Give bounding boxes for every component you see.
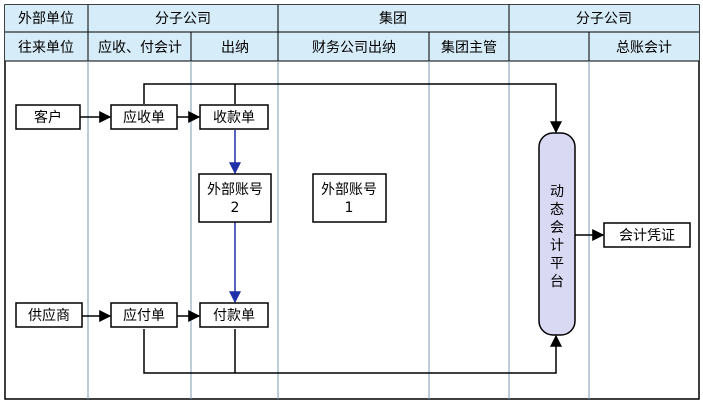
subheader-ar-ap-accountant: 应收、付会计 xyxy=(98,39,182,56)
platform-char-6: 台 xyxy=(550,274,564,290)
node-external-account-1: 外部账号 1 xyxy=(312,173,387,223)
platform-char-2: 态 xyxy=(550,202,564,218)
node-external-account-1-line1: 外部账号 xyxy=(321,182,377,198)
node-external-account-1-line2: 1 xyxy=(345,200,354,216)
node-payable-label: 应付单 xyxy=(123,307,165,324)
platform-char-5: 平 xyxy=(550,256,564,272)
subheader-cashier: 出纳 xyxy=(221,40,249,56)
subheader-finance-company-cashier: 财务公司出纳 xyxy=(312,40,396,56)
node-payment-label: 付款单 xyxy=(213,308,255,324)
header-group: 集团 xyxy=(379,10,407,27)
platform-char-3: 会 xyxy=(550,220,564,236)
node-external-account-2: 外部账号 2 xyxy=(198,173,272,223)
node-accounting-voucher: 会计凭证 xyxy=(603,222,691,248)
header-external-units: 外部单位 xyxy=(18,11,74,27)
node-supplier: 供应商 xyxy=(15,302,83,328)
node-payment: 付款单 xyxy=(199,302,269,328)
subheader-general-ledger-accountant: 总账会计 xyxy=(616,40,672,56)
platform-char-4: 计 xyxy=(550,238,564,254)
node-customer: 客户 xyxy=(15,104,81,130)
node-external-account-2-line2: 2 xyxy=(231,200,240,216)
arrow-bottom-loop-to-platform xyxy=(143,329,562,374)
header-subsidiary-1: 分子公司 xyxy=(155,11,211,27)
header-subsidiary-2: 分子公司 xyxy=(576,11,632,27)
node-receivable: 应收单 xyxy=(110,104,178,130)
node-payable: 应付单 xyxy=(110,302,178,328)
node-customer-label: 客户 xyxy=(34,109,62,126)
node-accounting-voucher-label: 会计凭证 xyxy=(619,228,675,244)
node-receipt-label: 收款单 xyxy=(213,110,255,126)
node-dynamic-accounting-platform: 动 态 会 计 平 台 xyxy=(538,132,576,336)
node-receipt: 收款单 xyxy=(199,104,269,130)
subheader-counterparty: 往来单位 xyxy=(18,40,74,56)
connectors xyxy=(80,83,605,374)
subheader-group-supervisor: 集团主管 xyxy=(441,39,497,56)
platform-char-1: 动 xyxy=(550,184,564,200)
node-external-account-2-line1: 外部账号 xyxy=(207,182,263,198)
arrow-top-loop-to-platform xyxy=(143,83,562,134)
node-supplier-label: 供应商 xyxy=(28,307,70,324)
header-background xyxy=(5,5,699,61)
node-receivable-label: 应收单 xyxy=(123,109,165,126)
